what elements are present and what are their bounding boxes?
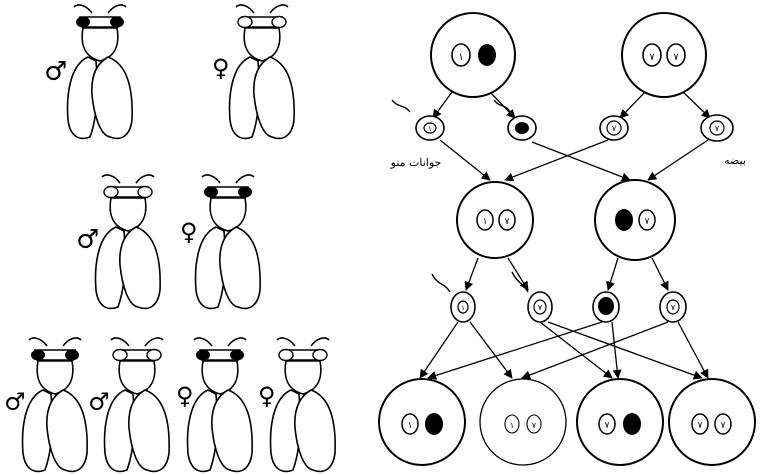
f1-cell-male: ۱ ۷ xyxy=(457,182,533,258)
f2-cell-4: ۷ ۷ xyxy=(669,379,755,465)
gamete-label: ۷ xyxy=(671,303,676,312)
male-symbol-f2-2: ♂ xyxy=(88,388,110,416)
f1-cell-female: ۷ xyxy=(595,180,675,260)
f1-gamete-egg-1 xyxy=(593,292,619,322)
nucleus-label: ۷ xyxy=(649,52,655,63)
fly-f1-male xyxy=(96,175,161,308)
cell-diagram: ۱ ۷ ۷ ۱ ۷ ۷ xyxy=(379,13,755,465)
nucleus-label: ۷ xyxy=(505,217,510,227)
nucleus-label: ۱ xyxy=(458,52,463,63)
gamete-sperm-2 xyxy=(494,100,536,140)
male-symbol-p: ♂ xyxy=(44,57,67,87)
nucleus-label: ۷ xyxy=(605,421,610,431)
f1-gamete-sperm-1: ۱ xyxy=(432,274,475,322)
parent-cell-male: ۱ xyxy=(431,13,515,97)
female-symbol-f1: ♀ xyxy=(180,218,198,246)
nucleus-label: ۷ xyxy=(532,421,537,430)
fly-f2-male-1 xyxy=(23,338,88,471)
nucleus-label: ۱ xyxy=(483,217,488,227)
f2-cell-1: ۱ xyxy=(379,379,465,465)
f1-gamete-egg-2: ۷ xyxy=(660,292,686,322)
fly-panel: ♂ ♀ ♂ ♀ ♂ ♂ ♀ ♀ xyxy=(4,5,335,471)
female-symbol-f2-1: ♀ xyxy=(176,382,194,410)
fly-f1-female xyxy=(196,175,261,308)
gamete-egg-2: ۷ xyxy=(701,115,733,141)
fly-f2-female-2 xyxy=(271,338,336,471)
fly-p-female xyxy=(230,5,295,138)
sperm-caption: جوانات منو xyxy=(390,156,442,169)
female-symbol-p: ♀ xyxy=(212,54,230,82)
gamete-label: ۱ xyxy=(461,304,465,312)
nucleus-label: ۱ xyxy=(408,421,413,431)
nucleus-label: ۷ xyxy=(698,421,703,431)
nucleus-label: ۱ xyxy=(510,421,514,430)
nucleus-label: ۷ xyxy=(673,52,679,63)
fly-f2-male-2 xyxy=(105,338,170,471)
male-symbol-f1: ♂ xyxy=(76,225,99,255)
gamete-sperm-1: ۱ xyxy=(392,100,444,140)
female-symbol-f2-2: ♀ xyxy=(258,382,276,410)
f1-gamete-sperm-2: ۷ xyxy=(512,272,552,322)
egg-caption: بیضه xyxy=(724,154,746,167)
fly-p-male xyxy=(68,5,133,138)
gamete-label: ۱ xyxy=(428,125,432,133)
gamete-label: ۷ xyxy=(612,124,617,133)
gamete-label: ۷ xyxy=(538,303,543,312)
f2-cell-3: ۷ xyxy=(577,379,663,465)
nucleus-label: ۷ xyxy=(721,421,726,431)
male-symbol-f2-1: ♂ xyxy=(4,388,26,416)
parent-cell-female: ۷ ۷ xyxy=(622,13,706,97)
nucleus-dark xyxy=(478,44,496,66)
fly-f2-female-1 xyxy=(188,338,253,471)
f2-cell-2: ۱ ۷ xyxy=(480,379,566,465)
gamete-label: ۷ xyxy=(715,124,720,133)
nucleus-label: ۷ xyxy=(645,217,650,227)
gamete-egg-1: ۷ xyxy=(600,116,628,140)
